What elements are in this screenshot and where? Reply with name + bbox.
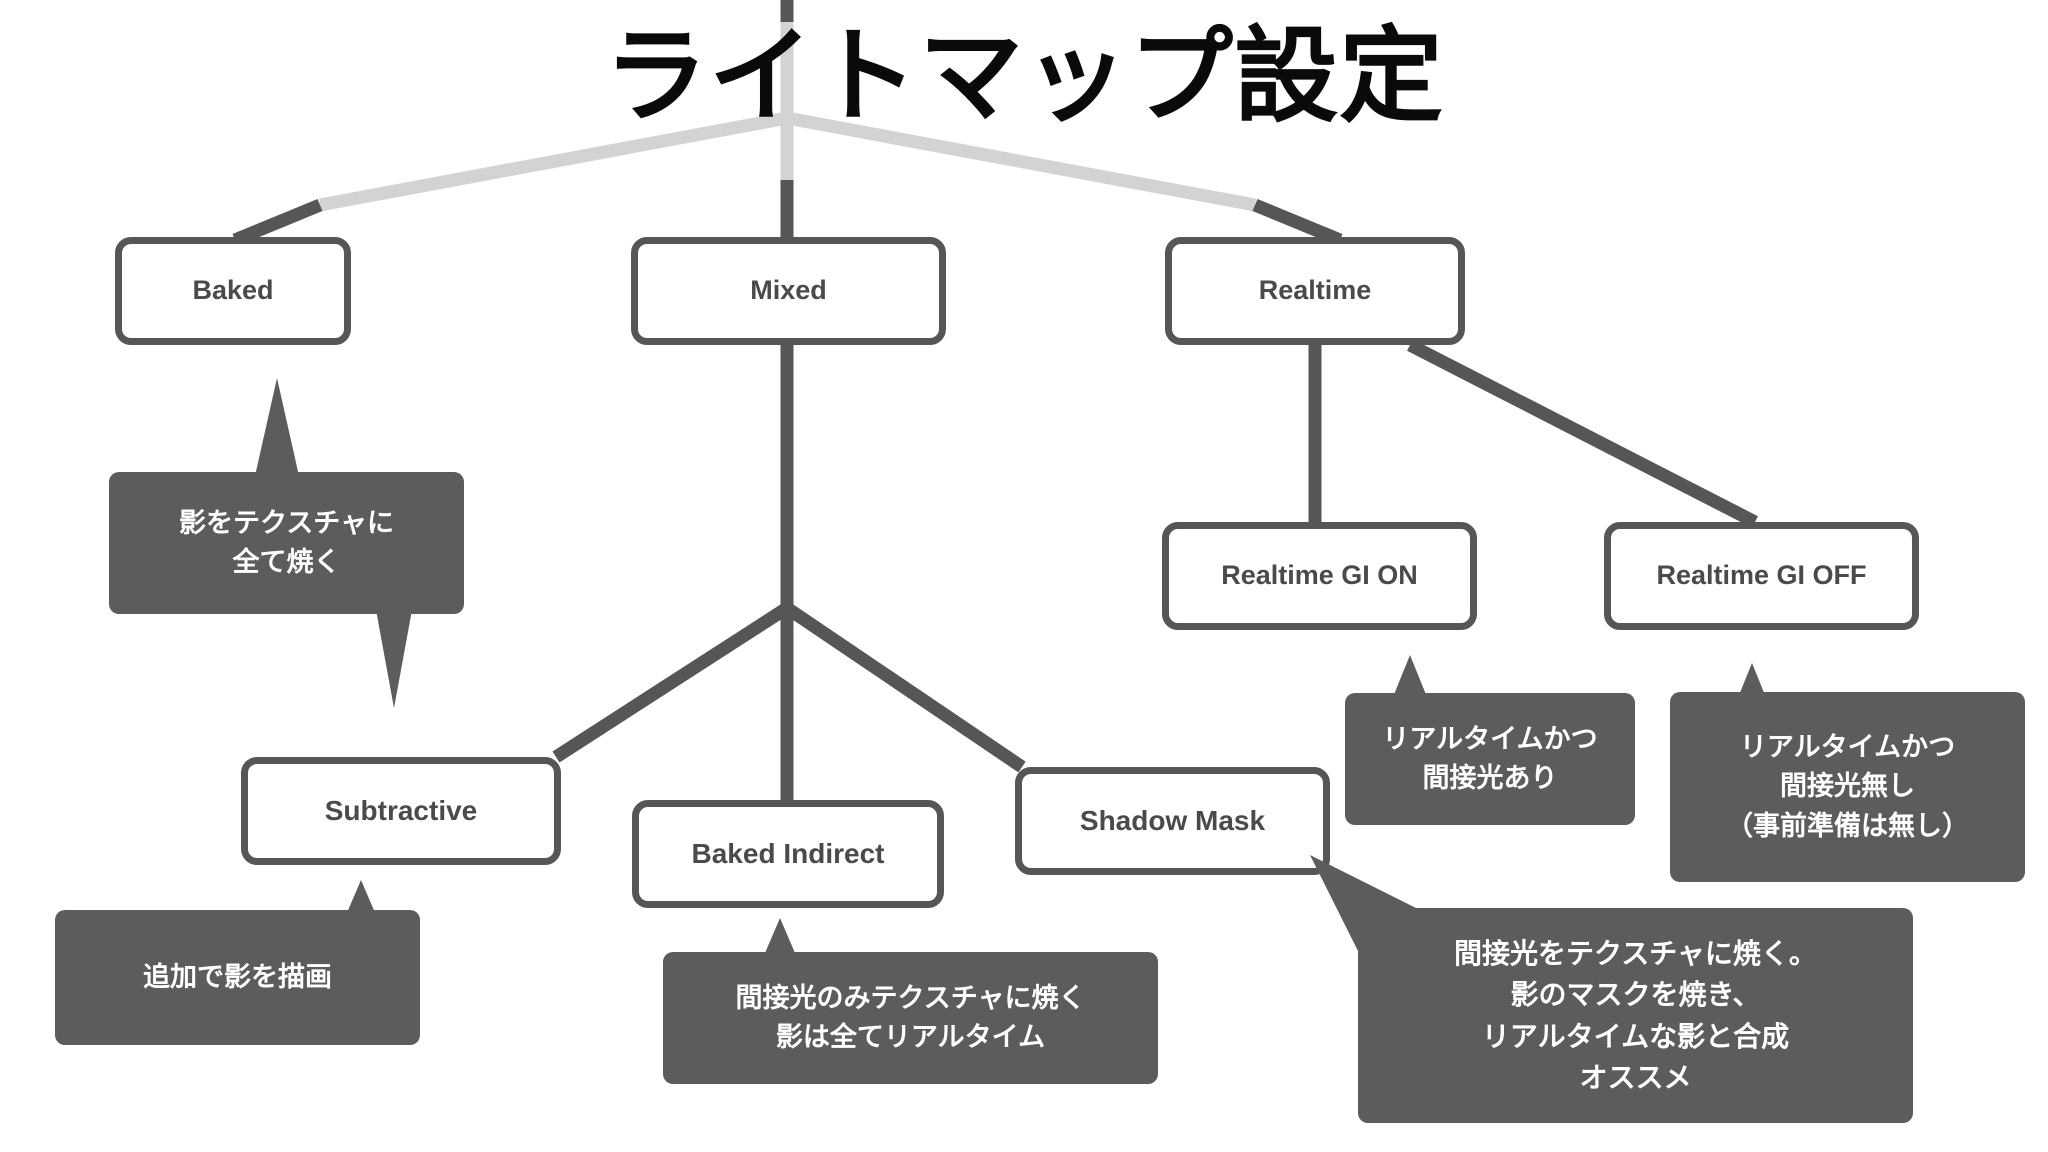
callout-shadow-mask-note-line-4: オススメ [1579,1061,1692,1093]
node-baked-indirect[interactable]: Baked Indirect [632,800,944,908]
callout-baked-note-line-2: 全て焼く [232,547,341,577]
callout-gi-off-note-line-3: （事前準備は無し） [1726,810,1969,841]
node-shadow-mask[interactable]: Shadow Mask [1015,767,1330,875]
wire-mixed-to-shadow-mask [783,602,1026,773]
node-baked-indirect-label: Baked Indirect [691,837,885,869]
node-mixed-label: Mixed [750,275,827,306]
node-shadow-mask-label: Shadow Mask [1079,804,1266,836]
callout-shadow-mask-note-line-3: リアルタイムな影と合成 [1481,1020,1790,1052]
node-realtime-gi-off[interactable]: Realtime GI OFF [1604,522,1919,630]
gi-on-note-tail-up [1393,655,1427,697]
wire-root-to-baked-faded [318,111,789,212]
node-realtime-gi-on[interactable]: Realtime GI ON [1162,522,1477,630]
callout-gi-off-note-line-2: 間接光無し [1780,771,1915,802]
wire-root-to-realtime [1252,198,1343,247]
node-realtime-gi-on-label: Realtime GI ON [1221,560,1418,591]
callout-gi-off-note-line-1: リアルタイムかつ [1739,732,1956,763]
callout-baked-note-line-1: 影をテクスチャに [179,507,394,538]
callout-subtractive-note: 追加で影を描画 [55,910,420,1045]
callout-baked-note: 影をテクスチャに 全て焼く [109,472,464,614]
callout-gi-on-note-line-1: リアルタイムかつ [1382,723,1598,754]
node-baked[interactable]: Baked [115,237,351,345]
baked-note-tail-up [255,378,299,476]
node-realtime-gi-off-label: Realtime GI OFF [1656,560,1867,591]
page-title: ライトマップ設定 [603,19,1445,135]
callout-shadow-mask-note-line-1: 間接光をテクスチャに焼く。 [1454,937,1817,969]
callout-subtractive-note-line-1: 追加で影を描画 [143,961,332,992]
callout-gi-on-note-line-2: 間接光あり [1422,763,1558,793]
baked-note-tail-down [376,610,412,708]
callout-baked-indirect-note: 間接光のみテクスチャに焼く 影は全てリアルタイム [663,952,1158,1084]
wire-mixed-to-subtractive [552,602,791,763]
node-mixed[interactable]: Mixed [631,237,946,345]
callout-gi-on-note: リアルタイムかつ 間接光あり [1345,693,1635,825]
callout-shadow-mask-note-line-2: 影のマスクを焼き、 [1510,979,1761,1011]
callout-baked-indirect-note-line-2: 影は全てリアルタイム [775,1022,1046,1052]
node-baked-label: Baked [192,275,274,306]
node-subtractive-label: Subtractive [324,794,478,826]
wire-root-to-realtime-faded [785,111,1257,212]
callout-gi-off-note: リアルタイムかつ 間接光無し （事前準備は無し） [1670,692,2025,882]
callout-shadow-mask-note: 間接光をテクスチャに焼く。 影のマスクを焼き、 リアルタイムな影と合成 オススメ [1358,908,1913,1123]
wire-root-to-baked [232,198,323,247]
wire-realtime-to-gi-off [1407,339,1758,528]
node-realtime-label: Realtime [1258,275,1372,306]
node-realtime[interactable]: Realtime [1165,237,1465,345]
node-subtractive[interactable]: Subtractive [241,757,561,865]
callout-baked-indirect-note-line-1: 間接光のみテクスチャに焼く [735,982,1086,1013]
